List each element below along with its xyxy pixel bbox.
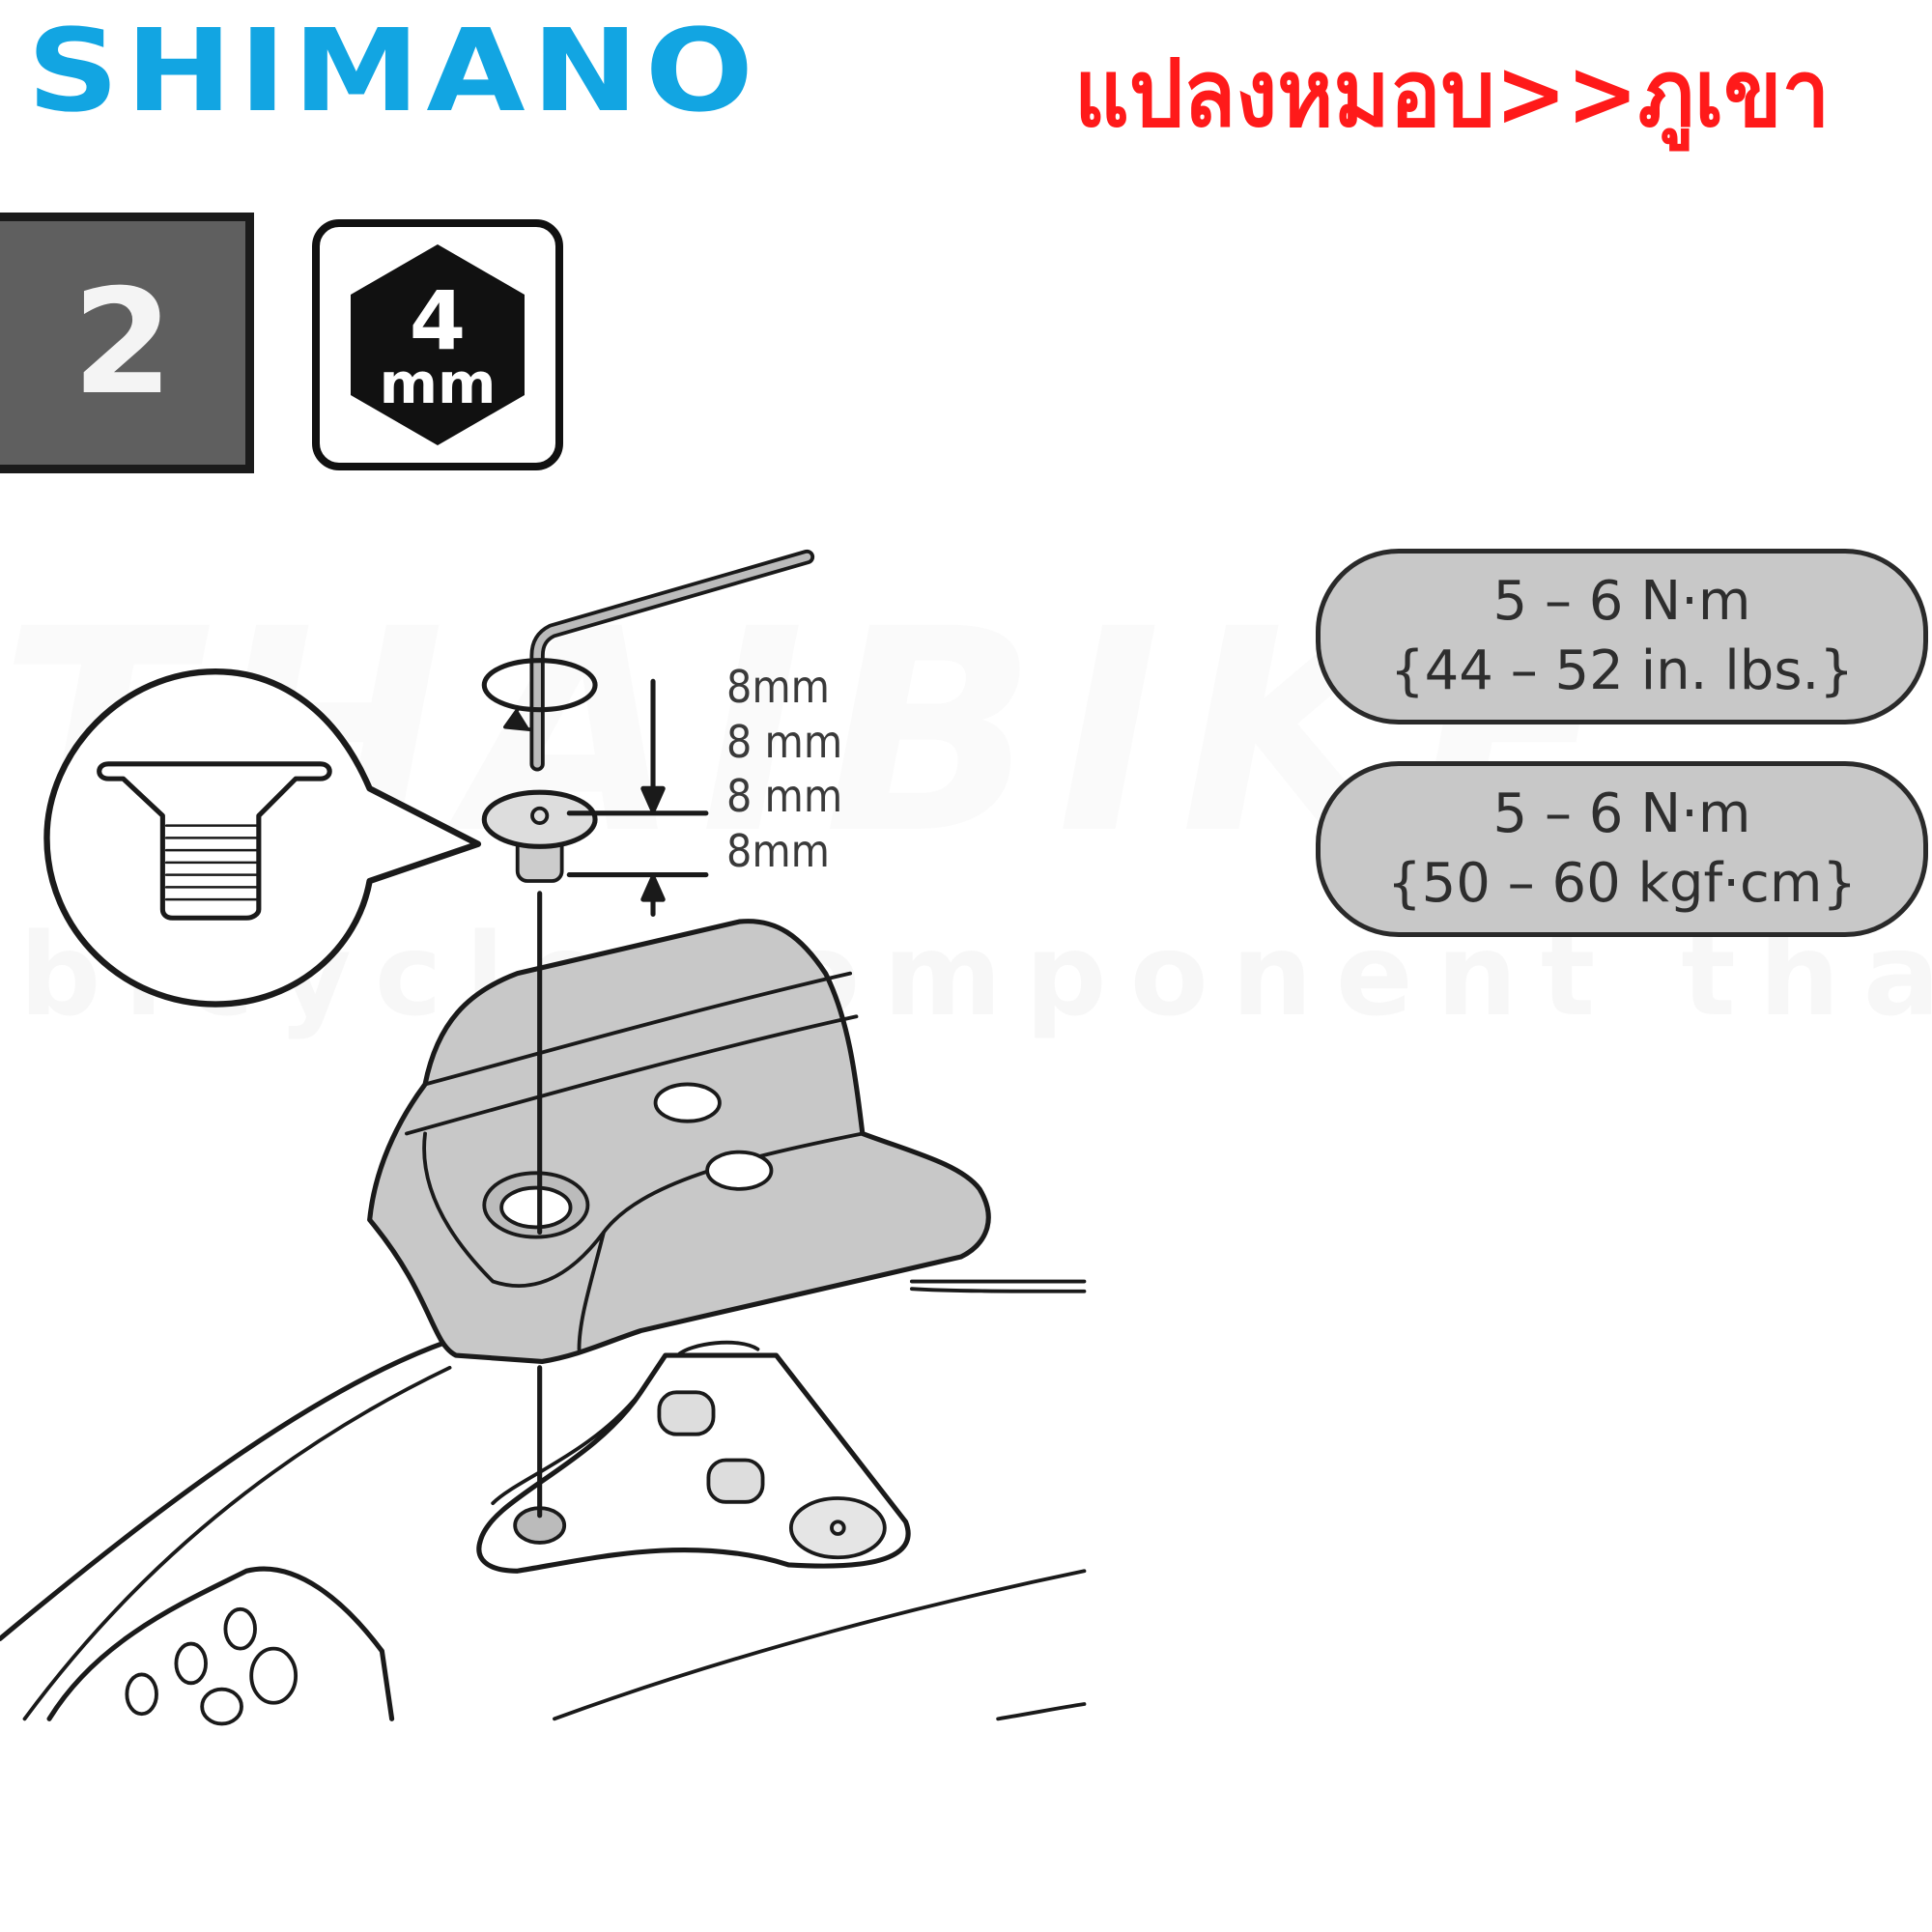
torque-value: 5 – 6 N·m: [1492, 570, 1751, 634]
mount-plate: [476, 1340, 911, 1574]
shifter-mount-body: [367, 919, 991, 1364]
page-title: แปลงหมอบ>>ภูเขา: [1074, 40, 1831, 148]
torque-spec-kgfcm: 5 – 6 N·m {50 – 60 kgf·cm}: [1316, 761, 1928, 937]
dimension-label: 8 mm: [726, 716, 843, 768]
torque-alt-value: {50 – 60 kgf·cm}: [1386, 852, 1857, 915]
step-number: 2: [71, 259, 174, 427]
dimension-label: 8mm: [726, 661, 831, 713]
shimano-logo: SHIMANO: [27, 4, 760, 137]
torque-spec-inlbs: 5 – 6 N·m {44 – 52 in. lbs.}: [1316, 549, 1928, 724]
detail-callout: [43, 668, 482, 1008]
tool-badge: 4 mm: [312, 219, 563, 470]
dimension-label: 8mm: [726, 825, 831, 877]
frame-outline: [0, 1279, 1087, 1726]
allen-key-icon: [481, 549, 815, 772]
step-number-badge: 2: [0, 213, 254, 473]
dimension-label: 8 mm: [726, 770, 843, 822]
dimension-marker: [566, 678, 709, 917]
tool-unit: mm: [379, 351, 497, 416]
screw-icon: [481, 789, 598, 883]
torque-value: 5 – 6 N·m: [1492, 782, 1751, 846]
hex-key-icon: [351, 244, 525, 445]
tool-size: 4: [409, 273, 467, 368]
torque-alt-value: {44 – 52 in. lbs.}: [1390, 639, 1854, 702]
